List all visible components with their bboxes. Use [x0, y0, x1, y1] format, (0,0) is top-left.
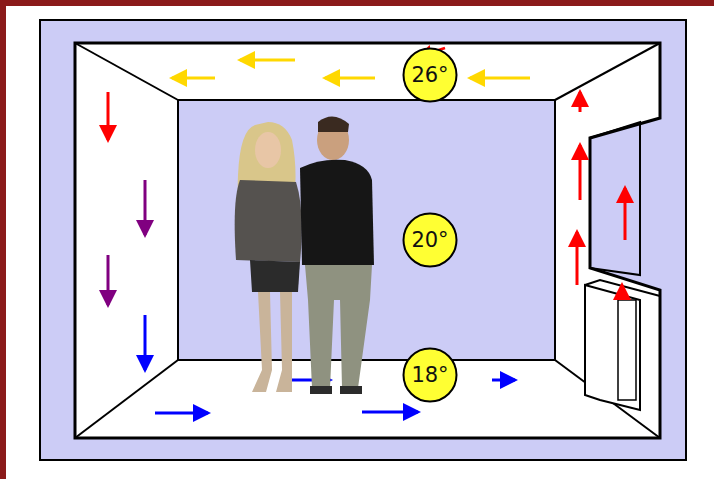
- temperature-label: 26°: [411, 65, 448, 86]
- temperature-label: 20°: [411, 230, 448, 251]
- temperature-circle: 18°: [402, 347, 458, 403]
- temperature-circle: 26°: [402, 47, 458, 103]
- man-figure: [300, 116, 374, 394]
- temperature-label: 18°: [411, 365, 448, 386]
- temperature-circle: 20°: [402, 212, 458, 268]
- woman-figure: [235, 122, 302, 392]
